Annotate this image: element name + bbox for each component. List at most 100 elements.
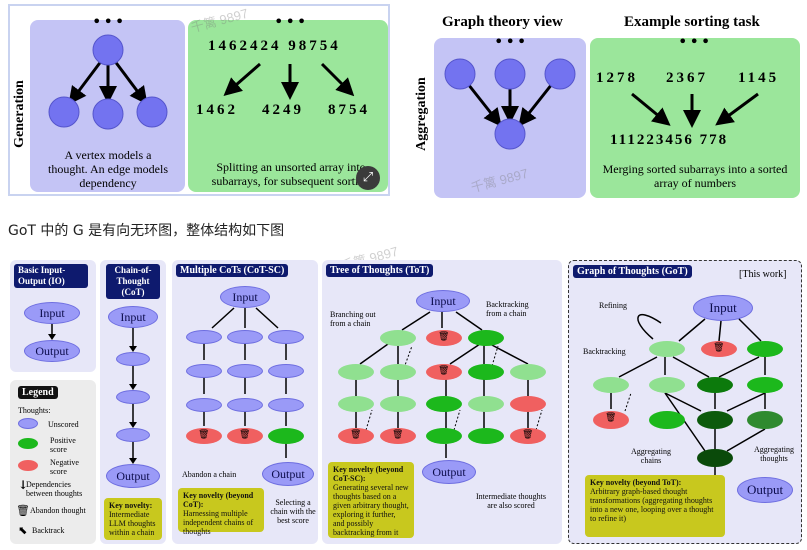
- tot-positive-thought: [468, 428, 504, 444]
- cotsc-thought: [227, 364, 263, 378]
- cot-arrows: [129, 328, 137, 464]
- tot-thought-scored: [510, 364, 546, 380]
- cotsc-thought: [268, 330, 304, 344]
- ellipsis: •••: [494, 32, 529, 51]
- cotsc-negative-thought: [227, 428, 263, 444]
- cotsc-thought: [186, 364, 222, 378]
- merge-result: 111223456 778: [610, 132, 729, 148]
- trash-icon: 🗑: [239, 430, 251, 440]
- tot-panel: Tree of Thoughts (ToT) Branching out fro…: [322, 260, 562, 544]
- cotsc-novelty: Key novelty (beyond CoT): Harnessing mul…: [178, 488, 264, 536]
- got-output: Output: [737, 477, 793, 503]
- merge-caption: Merging sorted subarrays into a sorted a…: [602, 162, 788, 190]
- ellipsis: •••: [274, 12, 309, 31]
- got-aggregated-thought: [697, 411, 733, 429]
- got-positive-thought: [697, 377, 733, 393]
- top-left-figure: Generation ••• A vertex models a thought…: [8, 4, 390, 196]
- legend-positive: Positive score: [50, 436, 76, 454]
- top-right-figure: Graph theory view Example sorting task A…: [412, 6, 802, 198]
- trash-icon: 🗑: [438, 366, 450, 376]
- io-output: Output: [24, 340, 80, 362]
- cotsc-graph: [203, 307, 287, 458]
- split-caption: Splitting an unsorted array into subarra…: [211, 160, 371, 188]
- cotsc-thought: [186, 398, 222, 412]
- got-agg-thoughts-label: Aggregating thoughts: [754, 445, 794, 463]
- vertex-caption: A vertex models a thought. An edge model…: [48, 148, 168, 190]
- got-input: Input: [693, 295, 753, 321]
- tot-input: Input: [416, 290, 470, 312]
- got-aggregated-thought: [697, 449, 733, 467]
- tot-backtracking-label: Backtracking from a chain: [486, 300, 529, 318]
- cot-panel: Chain-of-Thought (CoT) Input Output Key …: [100, 260, 166, 544]
- cotsc-thought: [268, 398, 304, 412]
- cotsc-panel: Multiple CoTs (CoT-SC) Input 🗑 🗑 Output …: [172, 260, 318, 544]
- vertex-graph: [48, 34, 168, 130]
- trash-icon: 🗑: [350, 430, 362, 440]
- got-refining-label: Refining: [599, 301, 627, 310]
- got-novelty: Key novelty (beyond ToT): Arbitrary grap…: [585, 475, 725, 537]
- tot-negative-thought: [338, 428, 374, 444]
- tot-positive-thought: [468, 364, 504, 380]
- split-part: 1462: [196, 102, 238, 118]
- merge-panel: ••• 1278 2367 1145 111223456 778 Merging…: [590, 32, 800, 198]
- tot-thought-scored: [380, 364, 416, 380]
- merge-arrows: [631, 92, 759, 128]
- got-negative-thought: [701, 341, 737, 357]
- tot-output: Output: [422, 460, 476, 484]
- tot-branching-label: Branching out from a chain: [330, 310, 376, 328]
- tot-thought-scored: [380, 330, 416, 346]
- legend-negative-swatch: [18, 460, 38, 471]
- ellipsis: •••: [678, 32, 713, 51]
- got-positive-thought: [747, 377, 783, 393]
- merge-part: 1278: [596, 70, 638, 86]
- tot-negative-thought: [510, 428, 546, 444]
- cot-thought: [116, 390, 150, 404]
- unsorted-array: 1462424 98754: [208, 38, 341, 54]
- merge-part: 1145: [738, 70, 780, 86]
- cot-title: Chain-of-Thought (CoT): [106, 264, 160, 299]
- legend-unscored-swatch: [18, 418, 38, 429]
- trash-icon: 🗑: [438, 332, 450, 342]
- io-title: Basic Input-Output (IO): [14, 264, 88, 288]
- got-this-work: [This work]: [739, 269, 787, 280]
- cot-output: Output: [106, 464, 160, 488]
- graph-theory-title: Graph theory view: [442, 14, 563, 30]
- got-aggregated-thought: [747, 411, 783, 429]
- tot-thought-scored: [338, 396, 374, 412]
- tot-positive-thought: [426, 396, 462, 412]
- legend-dependencies: Dependencies between thoughts: [26, 480, 83, 498]
- sorting-title: Example sorting task: [624, 14, 760, 30]
- cotsc-positive-thought: [268, 428, 304, 444]
- tot-thought-scored: [380, 396, 416, 412]
- expand-icon[interactable]: ⤢: [356, 166, 380, 190]
- legend-backtrack: Backtrack: [32, 526, 65, 535]
- cotsc-selecting-label: Selecting a chain with the best score: [270, 498, 316, 525]
- aggregation-graph-panel: •••: [434, 32, 586, 198]
- legend-thoughts: Thoughts:: [18, 406, 51, 415]
- got-panel: Graph of Thoughts (GoT) [This work] Refi…: [568, 260, 802, 544]
- cotsc-input: Input: [220, 286, 270, 308]
- subtitle: GoT 中的 G 是有向无环图，整体结构如下图: [8, 223, 285, 239]
- got-thought-scored: [593, 377, 629, 393]
- merge-part: 2367: [666, 70, 708, 86]
- trash-icon: 🗑: [198, 430, 210, 440]
- legend: Legend Thoughts: Unscored Positive score…: [10, 380, 96, 544]
- tot-positive-thought: [468, 330, 504, 346]
- legend-negative: Negative score: [50, 458, 79, 476]
- aggregation-label: Aggregation: [414, 77, 429, 151]
- got-backtracking-label: Backtracking: [583, 347, 626, 356]
- tot-thought-scored: [338, 364, 374, 380]
- legend-abandon: Abandon thought: [30, 506, 86, 515]
- tot-negative-thought: [380, 428, 416, 444]
- cotsc-negative-thought: [186, 428, 222, 444]
- tot-thought-scored: [468, 396, 504, 412]
- got-title: Graph of Thoughts (GoT): [573, 265, 692, 278]
- got-thought-scored: [649, 377, 685, 393]
- cotsc-abandon-label: Abandon a chain: [182, 470, 237, 479]
- split-panel: ••• 1462424 98754 1462 4249 8754 Splitti…: [188, 12, 388, 192]
- io-input: Input: [24, 302, 80, 324]
- legend-unscored: Unscored: [48, 420, 79, 429]
- cotsc-output: Output: [262, 462, 314, 486]
- got-aggregated-thought: [649, 411, 685, 429]
- cot-thought: [116, 428, 150, 442]
